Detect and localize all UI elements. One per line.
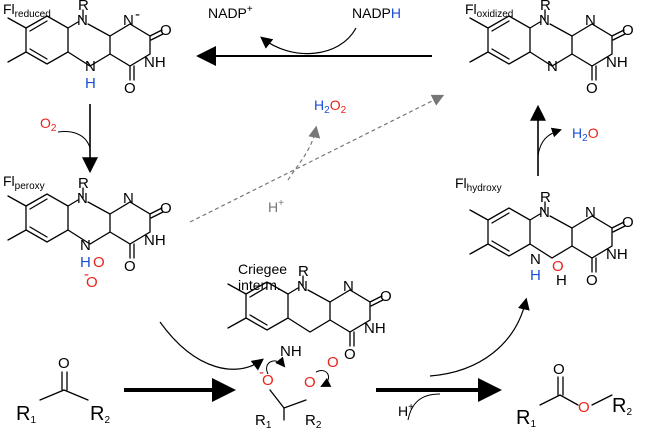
n5-h-label: H xyxy=(85,75,96,92)
h2o2-label: H2O2 xyxy=(314,97,347,116)
svg-text:O: O xyxy=(553,361,565,378)
n5-label: N xyxy=(85,58,96,75)
svg-text:N: N xyxy=(539,12,550,29)
svg-text:R1: R1 xyxy=(16,403,36,426)
svg-text:N: N xyxy=(77,190,88,207)
svg-text:R2: R2 xyxy=(90,403,110,426)
svg-text:H: H xyxy=(530,267,541,284)
svg-text:N: N xyxy=(297,278,308,295)
svg-text:O: O xyxy=(578,399,590,416)
svg-text:NH: NH xyxy=(144,232,166,249)
criegee-intermediate: N R N O NH O NH O O O - R1 R2 Criegee in… xyxy=(227,261,392,431)
peroxy-o1: O xyxy=(93,254,105,271)
svg-text:N: N xyxy=(343,278,354,295)
svg-text:R1: R1 xyxy=(255,412,272,431)
ester-product: O O R1 R2 xyxy=(516,361,632,430)
svg-text:R: R xyxy=(298,263,309,280)
svg-text:NH: NH xyxy=(606,54,628,71)
minus-charge: - xyxy=(135,6,140,23)
h2o2-elimination-arrow xyxy=(189,94,445,223)
svg-text:-: - xyxy=(259,364,264,381)
nh-label: NH xyxy=(144,54,166,71)
svg-text:NH: NH xyxy=(606,246,628,263)
o4-label: O xyxy=(124,80,136,97)
n10-label: N xyxy=(77,12,88,29)
svg-text:N: N xyxy=(123,190,134,207)
svg-text:N: N xyxy=(530,251,541,268)
fl-oxidized-structure: N R N O NH O N Floxidized xyxy=(465,0,634,97)
svg-text:O: O xyxy=(327,354,339,371)
fl-reduced-label: Flreduced xyxy=(3,1,51,20)
svg-text:R: R xyxy=(78,175,89,192)
fl-peroxy-structure: N R N O NH O N H O O - Flperoxy xyxy=(3,173,172,291)
fl-oxidized-label: Floxidized xyxy=(465,1,513,20)
r-group-label: R xyxy=(78,0,89,14)
peroxy-to-criegee-arrow xyxy=(159,321,264,371)
criegee-to-hydroxy-arrow xyxy=(429,297,530,377)
h-plus-gray-label: H+ xyxy=(268,198,284,215)
svg-text:R1: R1 xyxy=(516,407,536,430)
h-plus-label: H+ xyxy=(398,402,414,419)
svg-text:N: N xyxy=(585,12,596,29)
svg-text:O: O xyxy=(622,22,634,39)
svg-text:N: N xyxy=(539,204,550,221)
svg-text:N: N xyxy=(80,237,91,254)
criegee-label-1: Criegee xyxy=(238,261,287,277)
o2-reagent-label: O2 xyxy=(40,115,57,134)
nadph-label: NADPH xyxy=(352,5,401,21)
hydroxy-o: O xyxy=(552,258,564,275)
svg-text:N: N xyxy=(585,204,596,221)
svg-text:O: O xyxy=(160,200,172,217)
svg-text:O: O xyxy=(586,272,598,289)
svg-text:O: O xyxy=(344,346,356,363)
svg-text:R: R xyxy=(540,189,551,206)
svg-text:O: O xyxy=(58,355,70,372)
svg-text:R2: R2 xyxy=(305,412,322,431)
fl-hydroxy-structure: N R N O NH O N H O H Flhydroxy xyxy=(455,175,634,289)
svg-text:H: H xyxy=(80,254,91,271)
svg-text:N: N xyxy=(547,58,558,75)
svg-text:O: O xyxy=(586,80,598,97)
o2-label: O xyxy=(160,22,172,39)
criegee-nh: NH xyxy=(280,343,302,360)
svg-text:O: O xyxy=(304,374,316,391)
nadp-plus-label: NADP+ xyxy=(208,4,253,21)
fl-peroxy-label: Flperoxy xyxy=(3,173,45,192)
ketone-substrate: O R1 R2 xyxy=(16,355,110,426)
svg-text:O: O xyxy=(124,258,136,275)
svg-text:O: O xyxy=(622,214,634,231)
n1-label: N xyxy=(123,12,134,29)
fl-hydroxy-label: Flhydroxy xyxy=(455,175,502,194)
svg-text:O: O xyxy=(262,372,274,389)
nadph-curve-arrow xyxy=(260,27,357,55)
peroxy-minus: - xyxy=(84,266,89,283)
svg-text:R2: R2 xyxy=(612,395,632,418)
svg-text:NH: NH xyxy=(364,320,386,337)
svg-text:R: R xyxy=(540,0,551,14)
peroxy-o2: O xyxy=(86,274,98,291)
criegee-label-2: interm. xyxy=(238,277,281,293)
h2o-label: H2O xyxy=(572,125,599,144)
fl-reduced-structure: N R N - O NH O N H Flreduced xyxy=(3,0,172,97)
svg-text:O: O xyxy=(380,288,392,305)
svg-text:H: H xyxy=(556,272,567,289)
